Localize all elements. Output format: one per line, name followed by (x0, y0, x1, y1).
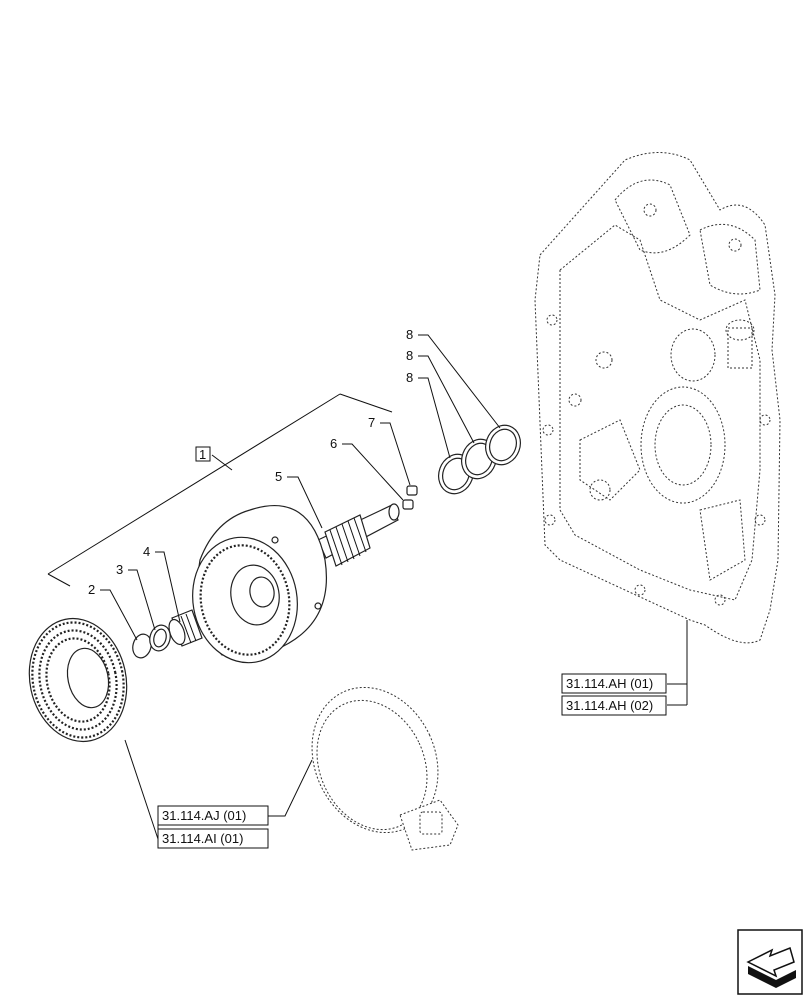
callout-8-middle: 8 (406, 348, 413, 363)
ref-ai01[interactable]: 31.114.AI (01) (162, 831, 243, 846)
ref-ah02-box[interactable] (561, 695, 667, 716)
retaining-rings-and-bushing (132, 609, 203, 659)
reference-labels: 31.114.AH (01) 31.114.AH (02) 31.114.AJ … (157, 673, 667, 849)
brake-band (311, 686, 459, 851)
callout-3: 3 (116, 562, 123, 577)
callout-4: 4 (143, 544, 150, 559)
ref-ai01-box[interactable] (157, 828, 269, 849)
leader-lines (47, 334, 688, 840)
callout-1-box (195, 446, 211, 462)
planet-carrier-shaft (192, 503, 400, 664)
callout-1: 1 (199, 447, 206, 462)
callout-5: 5 (275, 469, 282, 484)
ring-gear (28, 617, 128, 743)
callout-6: 6 (330, 436, 337, 451)
callout-labels: 1 2 3 4 5 6 7 8 8 8 (88, 327, 413, 597)
ref-ah01[interactable]: 31.114.AH (01) (566, 676, 653, 691)
ref-aj01-box[interactable] (157, 805, 269, 826)
ref-aj01[interactable]: 31.114.AJ (01) (162, 808, 246, 823)
ref-ah01-box[interactable] (561, 673, 667, 694)
next-page-arrow-icon[interactable] (737, 929, 803, 995)
seal-rings (438, 424, 521, 495)
callout-8-bottom: 8 (406, 370, 413, 385)
callout-2: 2 (88, 582, 95, 597)
callout-7: 7 (368, 415, 375, 430)
ref-ah02[interactable]: 31.114.AH (02) (566, 698, 653, 713)
pins (402, 485, 418, 510)
transmission-housing (534, 152, 781, 644)
callout-8-top: 8 (406, 327, 413, 342)
